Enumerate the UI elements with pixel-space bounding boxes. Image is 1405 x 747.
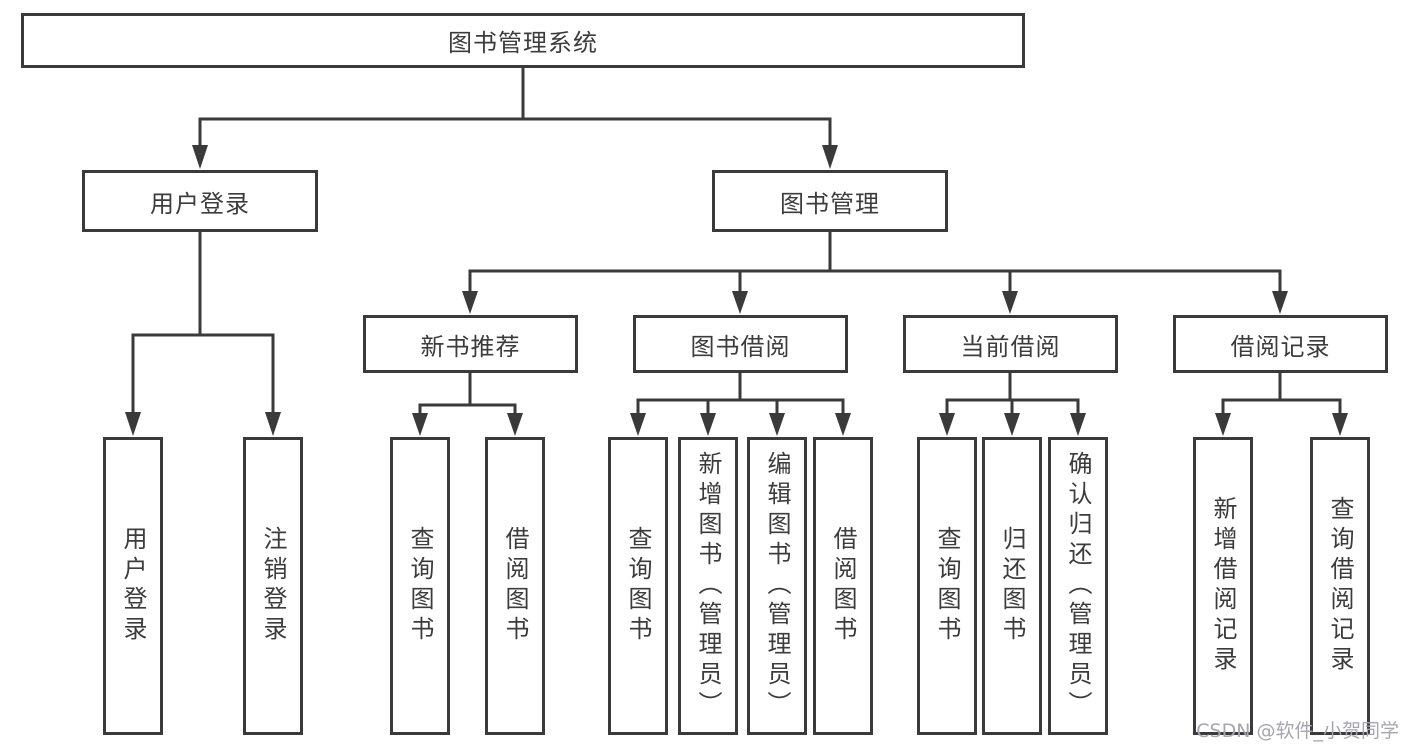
leaf-edit-book-admin: 编辑图书（管理员） <box>747 437 807 735</box>
node-new-book-recommendation-label: 新书推荐 <box>420 332 521 361</box>
leaf-query-books-borrowing-label: 查询图书 <box>624 526 652 646</box>
leaf-query-books-current-label: 查询图书 <box>933 526 961 646</box>
leaf-query-books-recommend-label: 查询图书 <box>406 526 434 646</box>
node-user-login-label: 用户登录 <box>150 189 250 218</box>
node-current-borrowing: 当前借阅 <box>903 315 1118 373</box>
node-borrowing-records: 借阅记录 <box>1173 315 1388 373</box>
watermark-text: CSDN @软件_小贺同学 <box>1196 720 1399 742</box>
leaf-query-borrow-record: 查询借阅记录 <box>1310 437 1370 735</box>
connectors-new-book <box>412 373 523 436</box>
node-book-management-label: 图书管理 <box>780 189 880 218</box>
leaf-confirm-return-admin: 确认归还（管理员） <box>1048 437 1108 735</box>
leaf-confirm-return-admin-label: 确认归还（管理员） <box>1064 451 1092 721</box>
node-library-management-system-label: 图书管理系统 <box>448 29 598 57</box>
leaf-query-books-current: 查询图书 <box>917 437 977 735</box>
node-book-management: 图书管理 <box>712 170 948 232</box>
leaf-query-books-borrowing: 查询图书 <box>608 437 668 735</box>
leaf-return-books: 归还图书 <box>982 437 1042 735</box>
leaf-edit-book-admin-label: 编辑图书（管理员） <box>763 451 791 721</box>
leaf-add-book-admin: 新增图书（管理员） <box>678 437 738 735</box>
node-user-login: 用户登录 <box>82 170 318 232</box>
leaf-logout-label: 注销登录 <box>259 526 287 646</box>
connectors-book-management <box>462 232 1288 314</box>
leaf-user-login: 用户登录 <box>103 437 163 735</box>
leaf-add-borrow-record-label: 新增借阅记录 <box>1209 496 1237 676</box>
leaf-add-book-admin-label: 新增图书（管理员） <box>694 451 722 721</box>
node-current-borrowing-label: 当前借阅 <box>960 332 1061 361</box>
node-book-borrowing: 图书借阅 <box>633 315 848 373</box>
leaf-add-borrow-record: 新增借阅记录 <box>1193 437 1253 735</box>
connectors-borrowing-records <box>1215 373 1348 436</box>
connectors-current-borrowing <box>939 373 1086 436</box>
leaf-borrow-books-label: 借阅图书 <box>829 526 857 646</box>
leaf-borrow-books-recommend: 借阅图书 <box>485 437 545 735</box>
connectors-user-login <box>125 232 281 436</box>
node-borrowing-records-label: 借阅记录 <box>1230 332 1331 361</box>
connectors-root-to-level2 <box>192 68 838 169</box>
leaf-borrow-books-recommend-label: 借阅图书 <box>501 526 529 646</box>
leaf-borrow-books: 借阅图书 <box>813 437 873 735</box>
leaf-logout: 注销登录 <box>243 437 303 735</box>
connectors-book-borrowing <box>630 373 851 436</box>
leaf-query-books-recommend: 查询图书 <box>390 437 450 735</box>
node-library-management-system: 图书管理系统 <box>21 13 1025 68</box>
node-book-borrowing-label: 图书借阅 <box>690 332 791 361</box>
node-new-book-recommendation: 新书推荐 <box>363 315 578 373</box>
leaf-user-login-label: 用户登录 <box>119 526 147 646</box>
leaf-return-books-label: 归还图书 <box>998 526 1026 646</box>
leaf-query-borrow-record-label: 查询借阅记录 <box>1326 496 1354 676</box>
